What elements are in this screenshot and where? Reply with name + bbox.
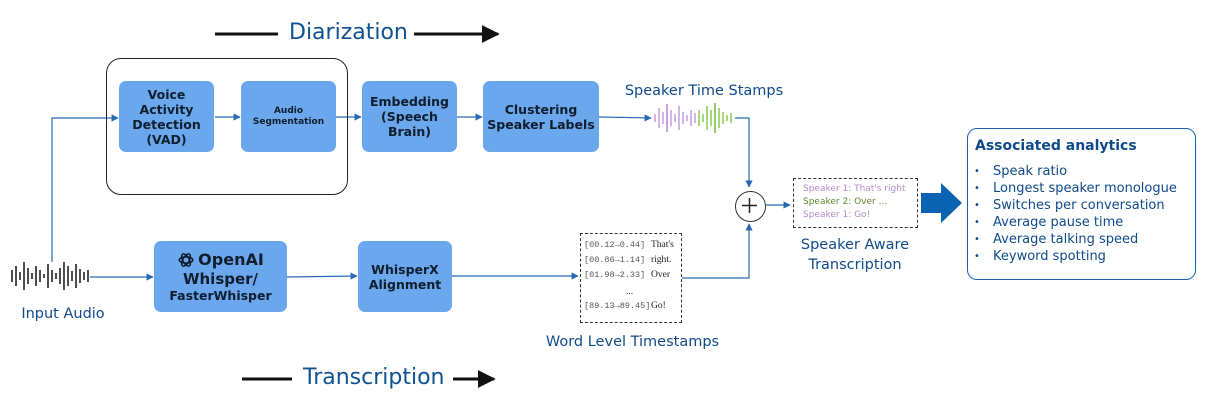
input-audio-label: Input Audio [21,306,105,322]
connector-whisper-to-whisperx [286,272,358,280]
speaker-line: Speaker 1: Go! [803,210,871,220]
openai-brand: OpenAI [177,250,264,269]
whisper-label: Whisper/ [182,269,259,288]
analytics-heading: Associated analytics [975,138,1137,154]
vad-box: Voice Activity Detection (VAD) [119,81,214,152]
word-timestamps-label: Word Level Timestamps [545,334,720,350]
big-arrow-icon [921,183,962,223]
speaker-aware-label-1: Speaker Aware [800,237,910,253]
whisper-box: OpenAI Whisper/ FasterWhisper [154,241,287,312]
diarization-title: Diarization [289,20,408,45]
connector-audio-to-vad [51,114,119,262]
openai-label: OpenAI [198,250,264,270]
speaker-transcript-box: Speaker 1: That's right Speaker 2: Over … [793,178,918,228]
colored-waveform-icon [654,103,732,133]
openai-logo-icon [178,253,194,267]
whisperx-box: WhisperX Alignment [358,241,452,312]
list-item: Keyword spotting [968,248,1177,265]
connector-cluster-to-wave [598,114,652,122]
analytics-panel: Associated analytics Speak ratio Longest… [967,128,1196,280]
audio-segmentation-box: Audio Segmentation [241,81,336,152]
faster-whisper-label: FasterWhisper [169,287,272,303]
connector-paper-to-plus [682,223,753,279]
list-item: Speak ratio [968,163,1177,180]
list-item: Switches per conversation [968,197,1177,214]
analytics-list: Speak ratio Longest speaker monologue Sw… [968,163,1177,265]
list-item: Longest speaker monologue [968,180,1177,197]
speaker-aware-label-2: Transcription [808,257,902,273]
word-timestamps-paper: [00.12→0.44] That's [00.86→1.14] right. … [580,233,682,323]
clustering-box: Clustering Speaker Labels [483,81,599,152]
connector-wave-to-plus [735,117,753,188]
vad-group-frame [106,58,348,195]
waveform-icon [11,262,89,290]
plus-icon [735,191,766,222]
speaker-line: Speaker 2: Over ... [803,197,888,207]
list-item: Average pause time [968,214,1177,231]
list-item: Average talking speed [968,231,1177,248]
speaker-line: Speaker 1: That's right [803,184,906,194]
speaker-timestamps-label: Speaker Time Stamps [624,83,784,99]
embedding-box: Embedding (Speech Brain) [362,81,457,152]
transcription-title: Transcription [303,365,445,390]
